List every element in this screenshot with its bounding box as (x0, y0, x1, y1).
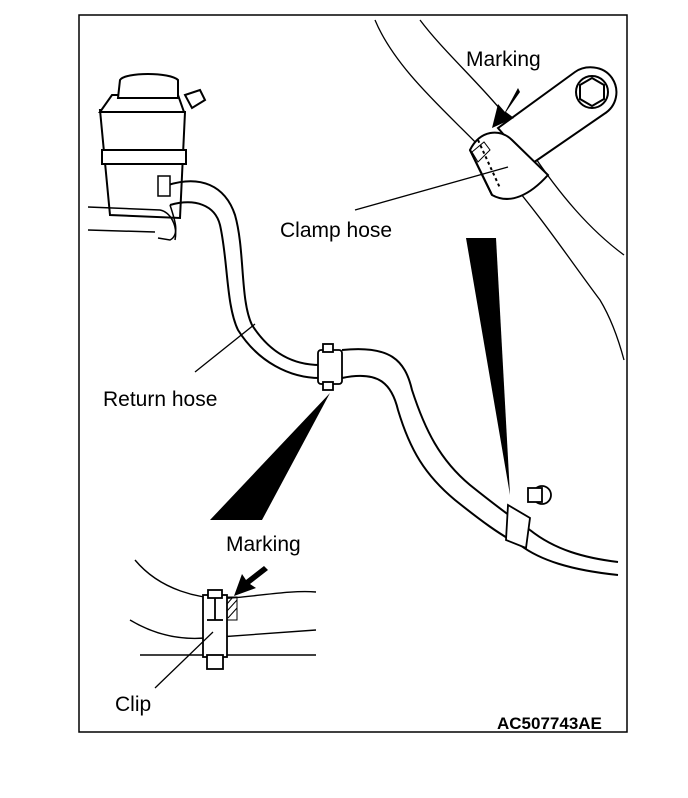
clip-leader (154, 631, 214, 689)
marking-hatch-detail (226, 596, 238, 621)
marking-hatch-top (471, 141, 491, 163)
view-pointer-detail (210, 393, 330, 520)
reservoir-clip (157, 175, 171, 197)
marking-arrow-detail-icon (234, 566, 268, 596)
mid-clip (317, 343, 343, 391)
label-clip: Clip (115, 693, 151, 716)
return-hose-lower-left (157, 204, 177, 241)
detail-clip (202, 589, 228, 670)
hatch-lines (226, 596, 238, 619)
clamp-hose-leader (354, 166, 509, 211)
figure-frame (78, 14, 628, 733)
lower-fitting (505, 485, 552, 550)
pressure-hose (341, 348, 619, 576)
label-clamp-hose: Clamp hose (280, 219, 392, 242)
reservoir-bracket (87, 206, 177, 241)
label-marking-top: Marking (466, 48, 541, 71)
view-pointer-right (466, 238, 510, 495)
marking-arrow-top-icon (492, 88, 520, 128)
return-hose-leader (194, 323, 256, 373)
label-marking-detail: Marking (226, 533, 301, 556)
return-hose (167, 180, 321, 379)
figure-code: AC507743AE (497, 714, 602, 733)
reservoir (98, 73, 207, 220)
label-return-hose: Return hose (103, 388, 217, 411)
wrench (496, 66, 618, 167)
